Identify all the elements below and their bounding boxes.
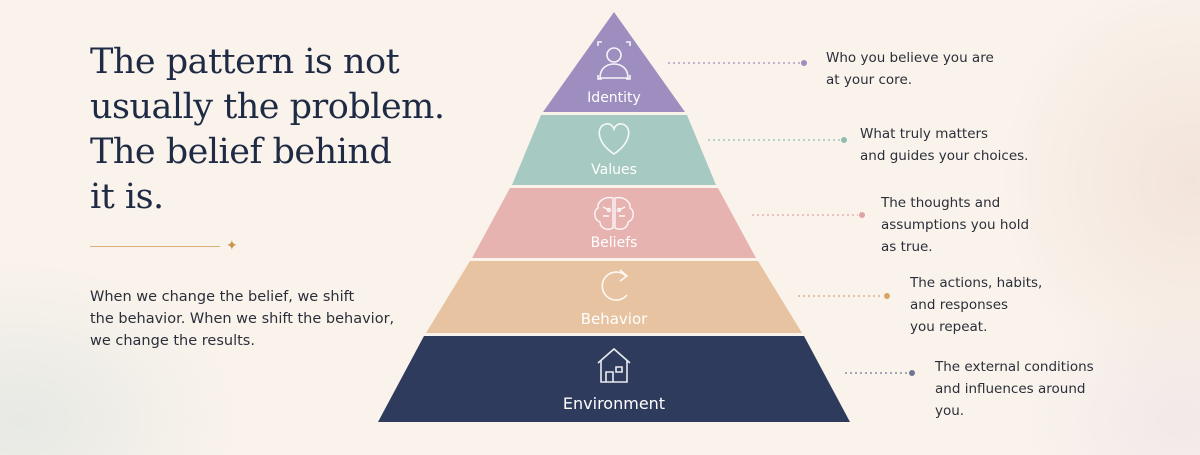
headline-line: The pattern is not: [90, 42, 400, 82]
connector-identity: [668, 60, 807, 66]
description-values: What truly matters and guides your choic…: [860, 123, 1028, 167]
description-line: and influences around: [935, 381, 1086, 397]
body-line: we change the results.: [90, 333, 255, 349]
heart-icon: [598, 123, 630, 155]
description-behavior: The actions, habits, and responses you r…: [910, 272, 1042, 338]
description-line: as true.: [881, 239, 933, 255]
level-label-identity: Identity: [587, 90, 641, 106]
level-label-values: Values: [591, 162, 637, 178]
headline-line: usually the problem.: [90, 87, 445, 127]
description-line: What truly matters: [860, 126, 989, 142]
description-line: and responses: [910, 297, 1009, 313]
description-beliefs: The thoughts and assumptions you hold as…: [881, 192, 1029, 258]
pyramid-level-environment: [378, 336, 850, 422]
pyramid-level-behavior: [426, 261, 802, 333]
house-icon: [597, 347, 631, 383]
person-icon: [597, 41, 631, 80]
body-line: the behavior. When we shift the behavior…: [90, 311, 395, 327]
refresh-cycle-icon: [601, 269, 629, 301]
headline-line: it is.: [90, 177, 164, 217]
description-identity: Who you believe you are at your core.: [826, 47, 994, 91]
connector-beliefs: [752, 212, 865, 218]
connector-environment: [845, 370, 915, 376]
connector-behavior: [798, 293, 890, 299]
description-line: you.: [935, 403, 965, 419]
headline-line: The belief behind: [90, 132, 392, 172]
headline: The pattern is not usually the problem. …: [90, 40, 450, 220]
description-line: assumptions you hold: [881, 217, 1030, 233]
pyramid-level-beliefs: [472, 188, 756, 258]
pyramid-level-values: [512, 115, 716, 185]
level-label-beliefs: Beliefs: [591, 235, 638, 251]
brain-icon: [594, 196, 634, 230]
body-text: When we change the belief, we shift the …: [90, 286, 420, 352]
body-line: When we change the belief, we shift: [90, 289, 355, 305]
description-line: The thoughts and: [881, 195, 1001, 211]
description-line: The actions, habits,: [910, 275, 1043, 291]
connector-values: [708, 137, 847, 143]
sparkle-icon: ✦: [226, 238, 238, 254]
divider-line: [90, 246, 220, 247]
level-label-environment: Environment: [563, 394, 665, 413]
description-line: and guides your choices.: [860, 148, 1029, 164]
description-environment: The external conditions and influences a…: [935, 356, 1094, 422]
description-line: you repeat.: [910, 319, 988, 335]
description-line: at your core.: [826, 72, 913, 88]
description-line: The external conditions: [935, 359, 1094, 375]
level-label-behavior: Behavior: [581, 310, 648, 328]
description-line: Who you believe you are: [826, 50, 994, 66]
